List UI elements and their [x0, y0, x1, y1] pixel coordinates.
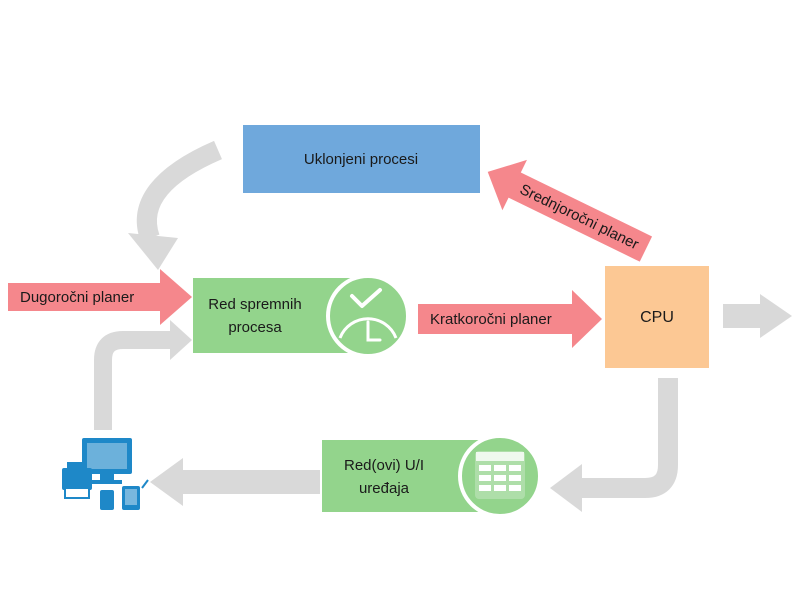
table-grid-icon — [458, 434, 542, 518]
clock-check-icon — [326, 274, 410, 358]
medium-term-scheduler-arrow: Srednjoročni planer — [487, 159, 653, 262]
flow-arrowhead-removed-to-ready — [128, 233, 178, 270]
long-term-scheduler-label: Dugoročni planer — [20, 289, 134, 306]
cpu-label: CPU — [640, 309, 674, 326]
removed-processes-label: Uklonjeni procesi — [304, 151, 418, 168]
flow-arrowhead-cpu-to-io — [550, 464, 582, 512]
flow-arrow-io-to-devices-shaft — [180, 470, 320, 494]
computer-devices-icon — [62, 438, 149, 510]
io-queue-label-line1: Red(ovi) U/I — [344, 457, 424, 474]
short-term-scheduler-label: Kratkoročni planer — [430, 311, 552, 328]
flow-arrow-cpu-to-io — [580, 378, 678, 498]
long-term-scheduler-arrow: Dugoročni planer — [8, 269, 192, 325]
medium-term-scheduler-label: Srednjoročni planer — [517, 181, 641, 253]
flow-arrowhead-devices-to-ready — [170, 320, 192, 360]
io-queue-label-line2: uređaja — [359, 480, 410, 497]
short-term-scheduler-arrow: Kratkoročni planer — [418, 290, 602, 348]
flow-arrow-cpu-exit-shaft — [723, 304, 763, 328]
ready-queue-label-line2: procesa — [228, 319, 282, 336]
ready-queue-label-line1: Red spremnih — [208, 296, 301, 313]
flow-arrowhead-cpu-exit — [760, 294, 792, 338]
flow-arrow-removed-to-ready — [136, 140, 223, 242]
cpu-box — [605, 266, 709, 368]
flow-arrowhead-io-to-devices — [150, 458, 183, 506]
removed-processes-box — [243, 125, 480, 193]
flow-arrow-devices-to-ready — [94, 331, 172, 430]
